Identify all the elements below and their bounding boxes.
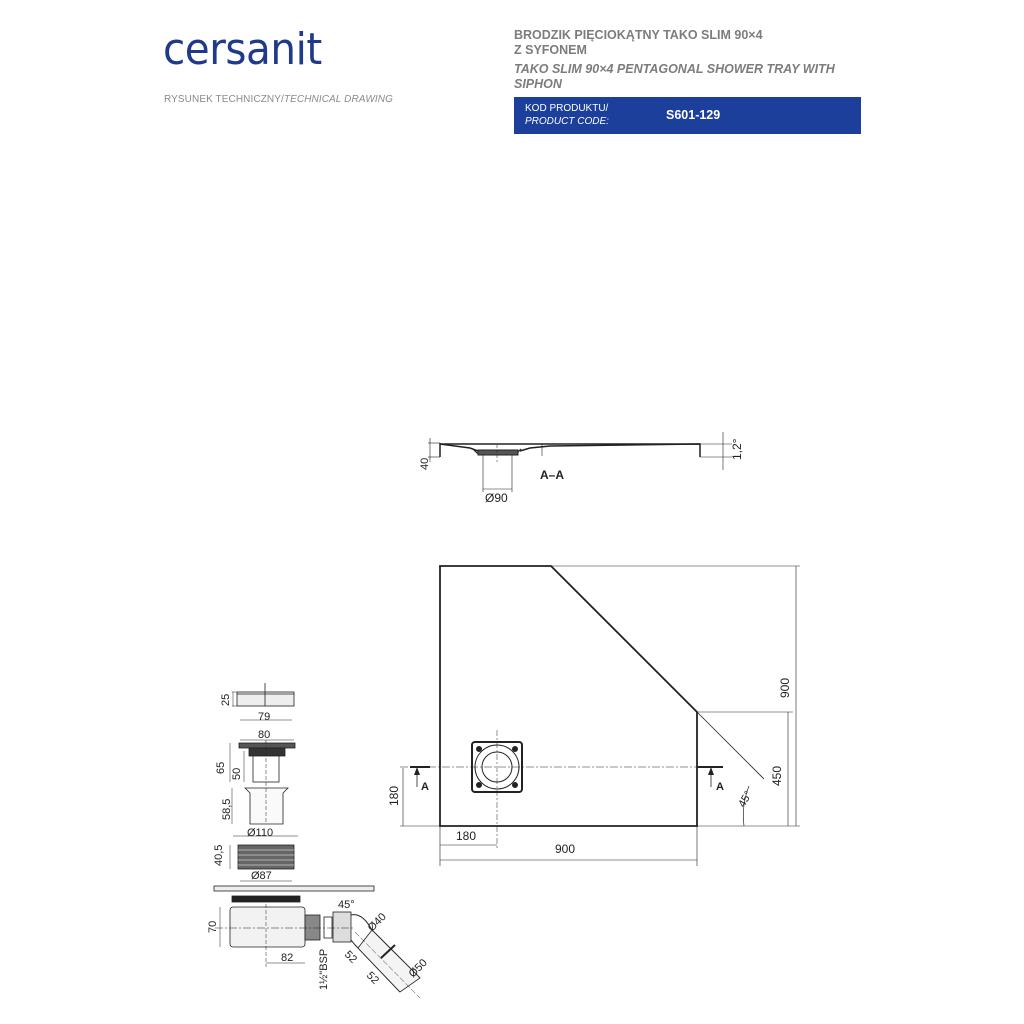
drawing-type-pl: RYSUNEK TECHNICZNY/: [164, 94, 284, 105]
section-marker-right: A: [716, 781, 724, 793]
section-drain-dim: Ø90: [485, 491, 508, 505]
section-view: [428, 432, 732, 492]
pipe-length-1-dim: 52: [342, 949, 359, 966]
trap-offset-dim: 82: [281, 952, 293, 964]
sleeve-height-dim: 58,5: [221, 799, 233, 820]
brand-logo: cersanit: [163, 24, 322, 75]
product-code-label-en: PRODUCT CODE:: [525, 116, 609, 127]
section-label: A–A: [540, 468, 564, 482]
thread-spec-dim: 1½"BSP: [318, 949, 330, 990]
product-title-pl: BRODZIK PIĘCIOKĄTNY TAKO SLIM 90×4 Z SYF…: [514, 28, 874, 58]
plan-drain-x-dim: 180: [456, 829, 476, 843]
plan-width-dim: 900: [555, 842, 575, 856]
siphon-details: [213, 683, 421, 999]
product-title-pl-line1: BRODZIK PIĘCIOKĄTNY TAKO SLIM 90×4: [514, 28, 763, 42]
product-title-pl-line2: Z SYFONEM: [514, 43, 587, 57]
product-title-en: TAKO SLIM 90×4 PENTAGONAL SHOWER TRAY WI…: [514, 62, 874, 92]
cap-height-dim: 25: [220, 694, 232, 706]
cap-width-dim: 79: [258, 711, 270, 723]
product-code-label: KOD PRODUKTU/ PRODUCT CODE:: [525, 102, 609, 128]
section-height-dim: 40: [419, 458, 431, 470]
thread-diameter-dim: Ø87: [251, 870, 272, 882]
body-inner-height-dim: 50: [231, 768, 243, 780]
product-code-label-pl: KOD PRODUKTU/: [525, 103, 609, 114]
product-code-value: S601-129: [666, 108, 721, 122]
product-title-en-line2: SIPHON: [514, 77, 562, 91]
drawing-type-en: TECHNICAL DRAWING: [283, 94, 394, 105]
drawing-type: RYSUNEK TECHNICZNY/TECHNICAL DRAWING: [164, 94, 393, 105]
plan-height-dim: 900: [778, 678, 792, 698]
product-title-en-line1: TAKO SLIM 90×4 PENTAGONAL SHOWER TRAY WI…: [514, 62, 835, 76]
pipe-length-2-dim: 52: [364, 970, 381, 987]
elbow-angle-dim: 45°: [338, 899, 355, 911]
flange-height-dim: 40,5: [213, 845, 225, 866]
flange-diameter-dim: Ø110: [247, 827, 273, 839]
plan-angle-dim: 45°: [736, 789, 755, 809]
section-slope-dim: 1,2°: [730, 438, 744, 460]
product-code-bar: KOD PRODUKTU/ PRODUCT CODE: S601-129: [514, 97, 861, 134]
plan-view: [400, 565, 800, 866]
outlet-inner-dim: Ø40: [366, 911, 389, 934]
grate-width-dim: 80: [258, 729, 270, 741]
section-marker-left: A: [421, 781, 429, 793]
plan-drain-y-dim: 180: [387, 786, 401, 806]
plan-side-dim: 450: [770, 766, 784, 786]
trap-height-dim: 70: [207, 921, 219, 933]
body-height-dim: 65: [215, 762, 227, 774]
